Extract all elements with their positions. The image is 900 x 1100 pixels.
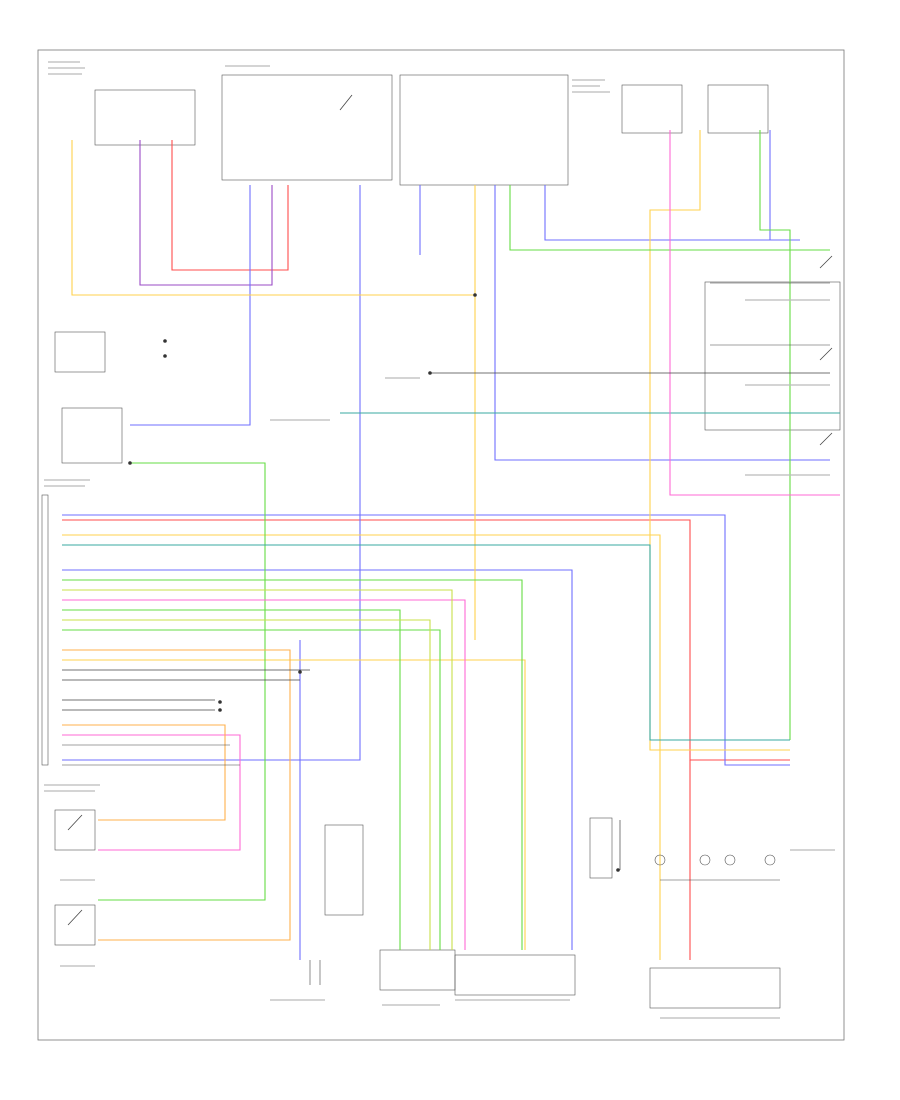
wire-purple-1 bbox=[139, 140, 273, 286]
occupancy-sensor-box bbox=[54, 331, 106, 373]
wire-lime-2 bbox=[62, 619, 431, 950]
switch-symbol bbox=[819, 432, 833, 446]
wire-green-2 bbox=[62, 579, 523, 950]
right-seat-module-box bbox=[707, 84, 769, 134]
occupant-module-box bbox=[221, 74, 393, 181]
wire-yellow-5 bbox=[649, 130, 790, 751]
connector-symbol bbox=[724, 854, 736, 866]
wire-green-1 bbox=[98, 462, 266, 901]
junction-dot bbox=[298, 670, 302, 674]
bottom-module-b bbox=[454, 954, 576, 996]
fuse-box bbox=[61, 407, 123, 464]
wire-magenta-3 bbox=[669, 130, 840, 496]
switch-symbol bbox=[67, 814, 83, 831]
diagram-frame bbox=[37, 49, 845, 1041]
left-switch-box bbox=[94, 89, 196, 146]
wire-yellow-1 bbox=[71, 140, 476, 296]
wire-teal-2 bbox=[62, 544, 790, 741]
switch-symbol bbox=[819, 347, 833, 361]
wire-yellow-4 bbox=[62, 659, 526, 950]
wire-blue-7 bbox=[62, 569, 573, 950]
connector-symbol bbox=[654, 854, 666, 866]
wire-blue-1 bbox=[130, 185, 251, 426]
junction-dot bbox=[218, 700, 222, 704]
connector-symbol bbox=[764, 854, 776, 866]
switch-symbols bbox=[67, 94, 833, 926]
wire-green-4 bbox=[509, 185, 830, 251]
passenger-sensor-box bbox=[324, 824, 364, 916]
wire-yellow-3 bbox=[62, 534, 661, 960]
junction-dot bbox=[473, 293, 477, 297]
control-module-box bbox=[41, 494, 49, 766]
connector-symbol bbox=[699, 854, 711, 866]
wire-blue-6 bbox=[62, 514, 790, 766]
junction-dot bbox=[218, 708, 222, 712]
label-marks bbox=[44, 61, 835, 1019]
bottom-connectors bbox=[654, 854, 776, 866]
wire-magenta-2 bbox=[62, 734, 241, 851]
wire-magenta-1 bbox=[62, 599, 466, 950]
switch-symbol bbox=[819, 255, 833, 269]
wire-blue-4 bbox=[544, 185, 800, 241]
wire-green-6 bbox=[62, 629, 441, 950]
seat-switch-box bbox=[54, 809, 96, 851]
right-connector-box bbox=[589, 817, 613, 879]
wire-red-1 bbox=[171, 140, 289, 271]
seat-sensor-box bbox=[54, 904, 96, 946]
wire-blue-5 bbox=[494, 185, 830, 461]
junction-dot bbox=[616, 868, 620, 872]
left-seat-module-box bbox=[621, 84, 683, 134]
switch-symbol bbox=[339, 94, 353, 111]
bottom-module-c bbox=[649, 967, 781, 1009]
wire-orange-2 bbox=[62, 649, 291, 941]
switch-symbol bbox=[67, 909, 83, 926]
junction-dot bbox=[163, 354, 167, 358]
junction-dot bbox=[428, 371, 432, 375]
wires bbox=[62, 130, 840, 985]
connector-dots bbox=[128, 293, 620, 872]
top-components bbox=[41, 74, 841, 1009]
bottom-module-a bbox=[379, 949, 456, 991]
wire-green-3 bbox=[62, 609, 401, 950]
wire-green-5 bbox=[759, 130, 791, 740]
central-module-box bbox=[399, 74, 569, 186]
wire-orange-1 bbox=[62, 724, 226, 821]
junction-dot bbox=[128, 461, 132, 465]
wire-lime-1 bbox=[62, 589, 453, 950]
wire-red-2 bbox=[62, 519, 790, 761]
junction-dot bbox=[163, 339, 167, 343]
wire-blue-2 bbox=[62, 185, 361, 761]
restraint-module-box bbox=[704, 281, 841, 431]
